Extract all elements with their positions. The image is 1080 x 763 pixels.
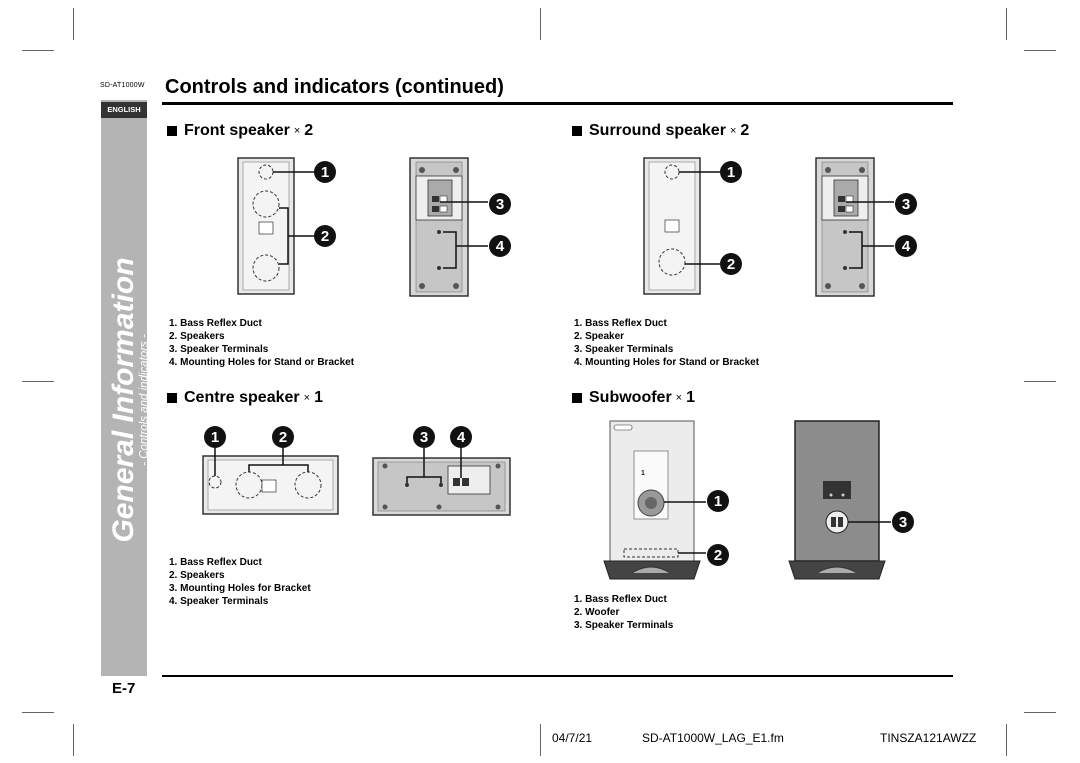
centre-speaker-parts-list: 1. Bass Reflex Duct 2. Speakers 3. Mount… xyxy=(169,556,311,608)
subwoofer-heading: Subwoofer × 1 xyxy=(572,389,695,407)
footer-file: SD-AT1000W_LAG_E1.fm xyxy=(642,731,784,745)
crop-mark xyxy=(22,50,54,51)
footer-code: TINSZA121AWZZ xyxy=(880,731,977,745)
crop-mark xyxy=(1024,712,1056,713)
callout-1: 1 xyxy=(727,164,735,181)
surround-speaker-heading: Surround speaker × 2 xyxy=(572,122,749,140)
crop-mark xyxy=(22,712,54,713)
square-bullet-icon xyxy=(167,393,177,403)
surround-speaker-title: Surround speaker xyxy=(589,122,726,139)
sidebar xyxy=(101,100,147,676)
front-speaker-count: 2 xyxy=(304,122,314,139)
callout-4: 4 xyxy=(902,238,911,255)
page-number: E-7 xyxy=(112,680,136,697)
footer-date: 04/7/21 xyxy=(552,731,593,745)
front-speaker-title: Front speaker xyxy=(184,122,290,139)
surround-speaker-parts-list: 1. Bass Reflex Duct 2. Speaker 3. Speake… xyxy=(574,317,759,369)
multiply-sign: × xyxy=(675,392,683,404)
list-item: 3. Speaker Terminals xyxy=(574,344,674,355)
multiply-sign: × xyxy=(293,125,301,137)
callout-2: 2 xyxy=(727,256,735,273)
callout-3: 3 xyxy=(902,196,910,213)
centre-speaker-heading: Centre speaker × 1 xyxy=(167,389,323,407)
multiply-sign: × xyxy=(303,392,311,404)
list-item: 4. Mounting Holes for Stand or Bracket xyxy=(574,357,760,368)
subwoofer-parts-list: 1. Bass Reflex Duct 2. Woofer 3. Speaker… xyxy=(574,593,673,632)
callout-1: 1 xyxy=(211,429,219,446)
front-speaker-illustration: 1 2 3 4 xyxy=(237,157,511,297)
front-speaker-heading: Front speaker × 2 xyxy=(167,122,313,140)
list-item: 3. Speaker Terminals xyxy=(169,344,269,355)
bottom-rule xyxy=(162,675,953,677)
centre-speaker-illustration: 1 2 3 4 xyxy=(202,426,511,516)
list-item: 3. Mounting Holes for Bracket xyxy=(169,583,311,594)
sidebar-subtitle: - Controls and indicators - xyxy=(138,334,151,466)
subwoofer-count: 1 xyxy=(686,389,696,406)
crop-mark xyxy=(1006,8,1007,40)
subwoofer-title: Subwoofer xyxy=(589,389,672,406)
list-item: 1. Bass Reflex Duct xyxy=(574,594,667,605)
list-item: 1. Bass Reflex Duct xyxy=(169,557,262,568)
title-rule xyxy=(162,102,953,105)
callout-2: 2 xyxy=(321,228,329,245)
subwoofer-illustration: 1 1 2 3 xyxy=(603,420,914,580)
language-tab: ENGLISH xyxy=(101,102,147,118)
list-item: 2. Speakers xyxy=(169,331,225,342)
crop-mark xyxy=(1024,50,1056,51)
list-item: 4. Speaker Terminals xyxy=(169,596,269,607)
model-tag: SD-AT1000W xyxy=(100,82,145,89)
callout-1: 1 xyxy=(714,493,722,510)
crop-mark xyxy=(73,8,74,40)
sidebar-title: General Information xyxy=(107,257,140,543)
list-item: 1. Bass Reflex Duct xyxy=(169,318,262,329)
list-item: 4. Mounting Holes for Stand or Bracket xyxy=(169,357,355,368)
callout-4: 4 xyxy=(496,238,505,255)
crop-mark xyxy=(1006,724,1007,756)
svg-text:1: 1 xyxy=(641,470,645,477)
square-bullet-icon xyxy=(572,126,582,136)
crop-mark xyxy=(22,381,54,382)
callout-2: 2 xyxy=(279,429,287,446)
front-speaker-parts-list: 1. Bass Reflex Duct 2. Speakers 3. Speak… xyxy=(169,317,354,369)
multiply-sign: × xyxy=(729,125,737,137)
centre-speaker-count: 1 xyxy=(314,389,323,406)
crop-mark xyxy=(1024,381,1056,382)
list-item: 2. Woofer xyxy=(574,607,620,618)
callout-2: 2 xyxy=(714,547,722,564)
page-title: Controls and indicators (continued) xyxy=(165,76,504,98)
square-bullet-icon xyxy=(167,126,177,136)
callout-3: 3 xyxy=(899,514,907,531)
surround-speaker-count: 2 xyxy=(740,122,750,139)
list-item: 2. Speakers xyxy=(169,570,225,581)
callout-3: 3 xyxy=(496,196,504,213)
list-item: 1. Bass Reflex Duct xyxy=(574,318,667,329)
list-item: 3. Speaker Terminals xyxy=(574,620,674,631)
crop-mark xyxy=(540,8,541,40)
callout-4: 4 xyxy=(457,429,466,446)
callout-1: 1 xyxy=(321,164,329,181)
centre-speaker-title: Centre speaker xyxy=(184,389,300,406)
list-item: 2. Speaker xyxy=(574,331,625,342)
crop-mark xyxy=(73,724,74,756)
callout-3: 3 xyxy=(420,429,428,446)
crop-mark xyxy=(540,724,541,756)
surround-speaker-illustration: 1 2 3 4 xyxy=(643,157,917,297)
square-bullet-icon xyxy=(572,393,582,403)
